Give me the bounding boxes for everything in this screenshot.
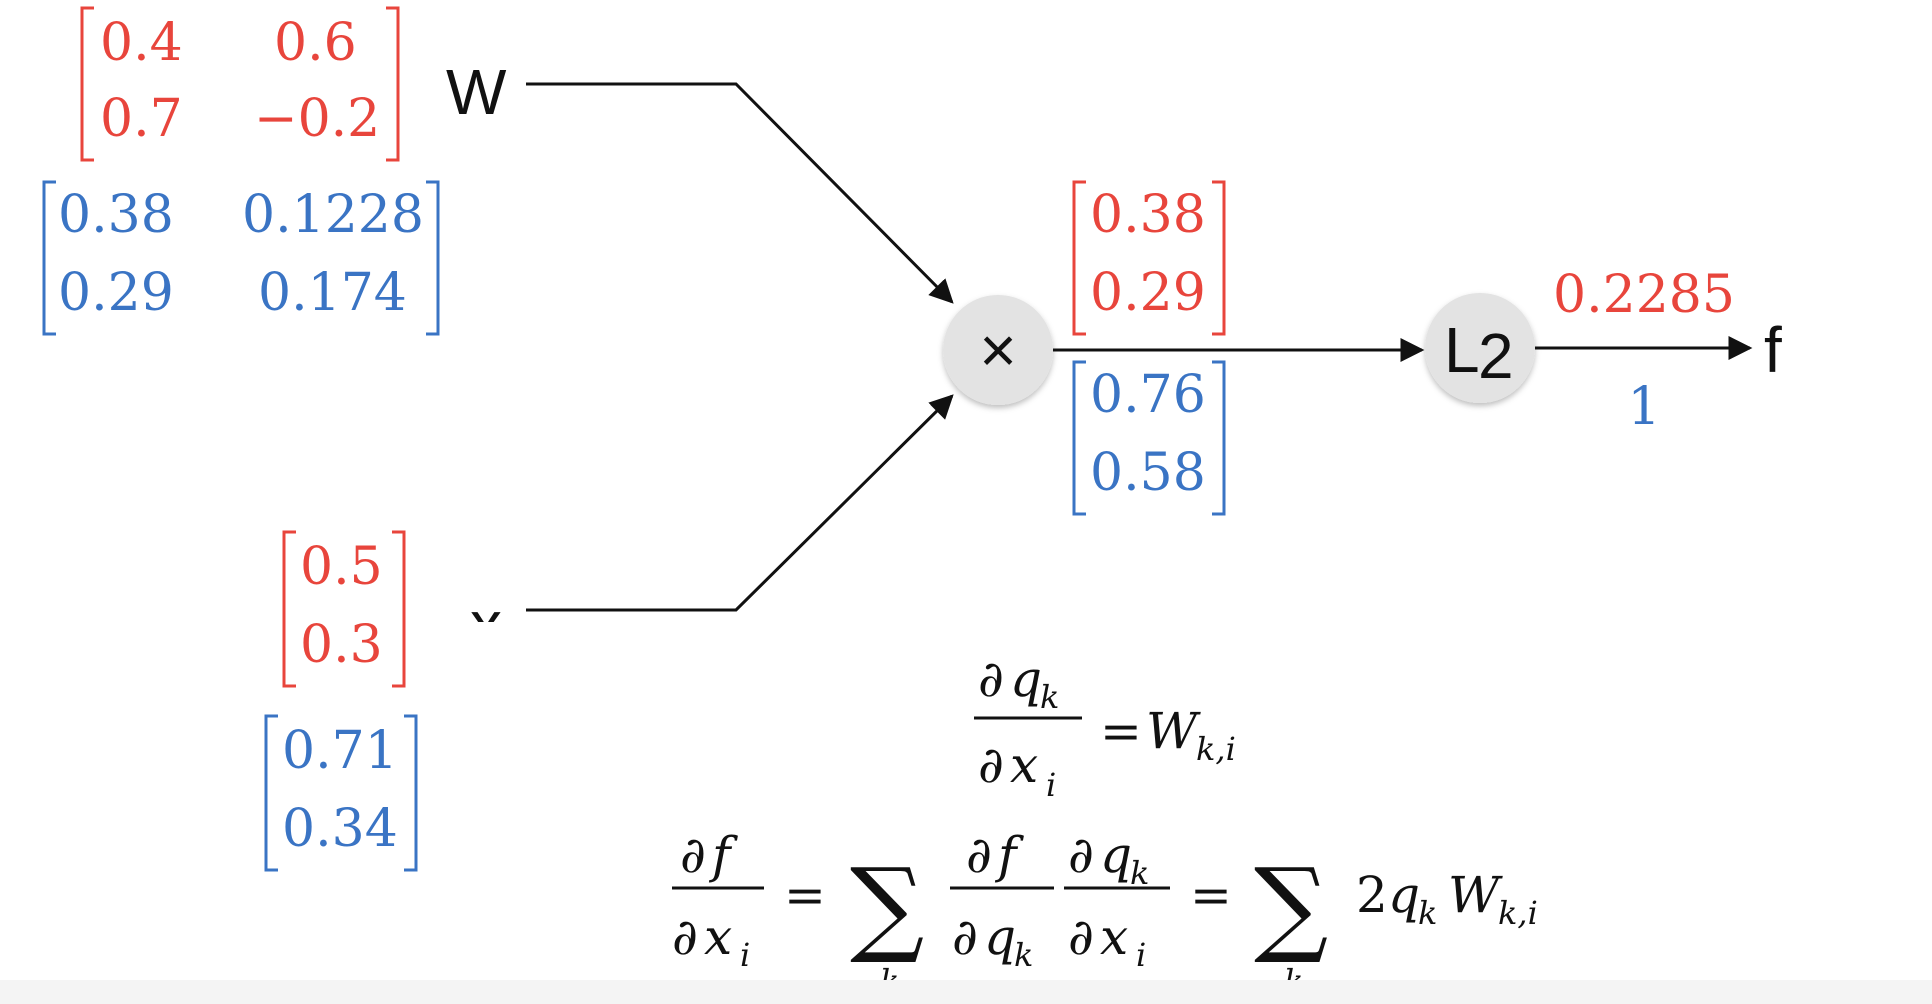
bottom-edge-band [0, 980, 1932, 1004]
x-grad-cell: 0.71 [282, 721, 398, 781]
W-grad-left-bracket [42, 180, 56, 336]
x-forward-left-bracket [282, 530, 296, 688]
eq1-den-partial: ∂ [978, 736, 1004, 794]
q-grad-right-bracket [1212, 360, 1226, 516]
W-forward-cell: 0.4 [100, 13, 183, 73]
eq2-mid2-den-x: x [1100, 908, 1128, 966]
eq2-mid1-den-q: q [984, 908, 1016, 966]
eq2-rhs-W-sub: k,i [1498, 894, 1538, 932]
eq2-sum-2: ∑ [1254, 845, 1328, 967]
W-grad-cell: 0.38 [58, 185, 174, 245]
q-forward-vector [1072, 180, 1226, 336]
eq1-rhs-W: W [1146, 702, 1201, 760]
eq2-lhs-den-partial: ∂ [672, 908, 698, 966]
f-forward-value: 0.2285 [1553, 265, 1735, 325]
q-forward-cell: 0.38 [1090, 185, 1206, 245]
x-forward-right-bracket [392, 530, 406, 688]
x-to-mul-edge [526, 394, 954, 612]
eq2-lhs-num-f: f [708, 826, 738, 884]
f-grad-value: 1 [1627, 377, 1660, 437]
x-forward-cell: 0.5 [300, 537, 383, 597]
q-forward-left-bracket [1072, 180, 1086, 336]
q-forward-right-bracket [1212, 180, 1226, 336]
x-input-label: x [470, 588, 502, 660]
f-output-label: f [1764, 314, 1782, 386]
eq2-equals-1: = [784, 866, 826, 924]
eq2-mid2-den-partial: ∂ [1068, 908, 1094, 966]
eq2-lhs-num-partial: ∂ [680, 826, 706, 884]
eq1-den-sub: i [1046, 766, 1056, 804]
W-forward-right-bracket [386, 6, 400, 162]
eq1-num-var: q [1010, 650, 1042, 708]
x-forward-vector [282, 530, 406, 688]
eq1-equals: = [1100, 702, 1142, 760]
x-grad-vector [264, 714, 418, 872]
eq1-num-sub: k [1040, 678, 1059, 716]
eq2-rhs-q: q [1388, 866, 1420, 924]
W-forward-left-bracket [80, 6, 94, 162]
W-grad-cell: 0.1228 [242, 185, 424, 245]
W-grad-cell: 0.174 [258, 263, 407, 323]
eq2-mid1-den-sub: k [1014, 936, 1033, 974]
eq2-lhs-den-x: x [704, 908, 732, 966]
multiply-icon: × [979, 314, 1016, 386]
eq2-mid2-num-q: q [1100, 826, 1132, 884]
q-grad-cell: 0.58 [1090, 443, 1206, 503]
x-grad-left-bracket [264, 714, 278, 872]
eq2-mid2-den-sub: i [1136, 936, 1146, 974]
x-grad-right-bracket [404, 714, 418, 872]
W-input-label: W [446, 56, 507, 128]
eq2-rhs-W: W [1448, 866, 1503, 924]
W-to-mul-edge [526, 82, 954, 304]
equation-dq-dx: ∂ q k ∂ x i = W k,i [974, 650, 1236, 804]
eq2-rhs-q-sub: k [1418, 894, 1437, 932]
W-grad-right-bracket [426, 180, 440, 336]
multiply-node: × [943, 295, 1053, 405]
eq2-rhs-two: 2 [1356, 866, 1388, 924]
x-input-label-clip: x [470, 588, 502, 660]
eq2-mid2-num-sub: k [1130, 854, 1149, 892]
eq2-equals-2: = [1190, 866, 1232, 924]
l2-node-subscript: 2 [1478, 320, 1514, 392]
l2-node: L 2 [1425, 293, 1535, 403]
W-forward-matrix [80, 6, 400, 162]
q-grad-left-bracket [1072, 360, 1086, 516]
q-grad-vector [1072, 360, 1226, 516]
W-forward-cell: 0.6 [274, 13, 357, 73]
x-forward-cell: 0.3 [300, 615, 383, 675]
eq2-lhs-den-sub: i [740, 936, 750, 974]
eq1-den-var: x [1010, 736, 1038, 794]
q-grad-cell: 0.76 [1090, 365, 1206, 425]
eq1-num-partial: ∂ [978, 650, 1004, 708]
eq2-mid1-num-f: f [994, 826, 1024, 884]
q-forward-cell: 0.29 [1090, 263, 1206, 323]
equation-df-dx: ∂ f ∂ x i = ∑ k ∂ f ∂ q k ∂ q k ∂ x i = … [672, 826, 1538, 1000]
eq1-rhs-sub: k,i [1196, 730, 1236, 768]
eq2-mid1-num-partial: ∂ [966, 826, 992, 884]
eq2-mid1-den-partial: ∂ [952, 908, 978, 966]
l2-node-label: L [1444, 314, 1480, 386]
eq2-sum-1: ∑ [850, 845, 924, 967]
W-grad-cell: 0.29 [58, 263, 174, 323]
x-grad-cell: 0.34 [282, 799, 398, 859]
eq2-mid2-num-partial: ∂ [1068, 826, 1094, 884]
W-forward-cell: 0.7 [100, 89, 183, 149]
W-forward-cell: −0.2 [254, 89, 380, 149]
W-grad-matrix [42, 180, 440, 336]
